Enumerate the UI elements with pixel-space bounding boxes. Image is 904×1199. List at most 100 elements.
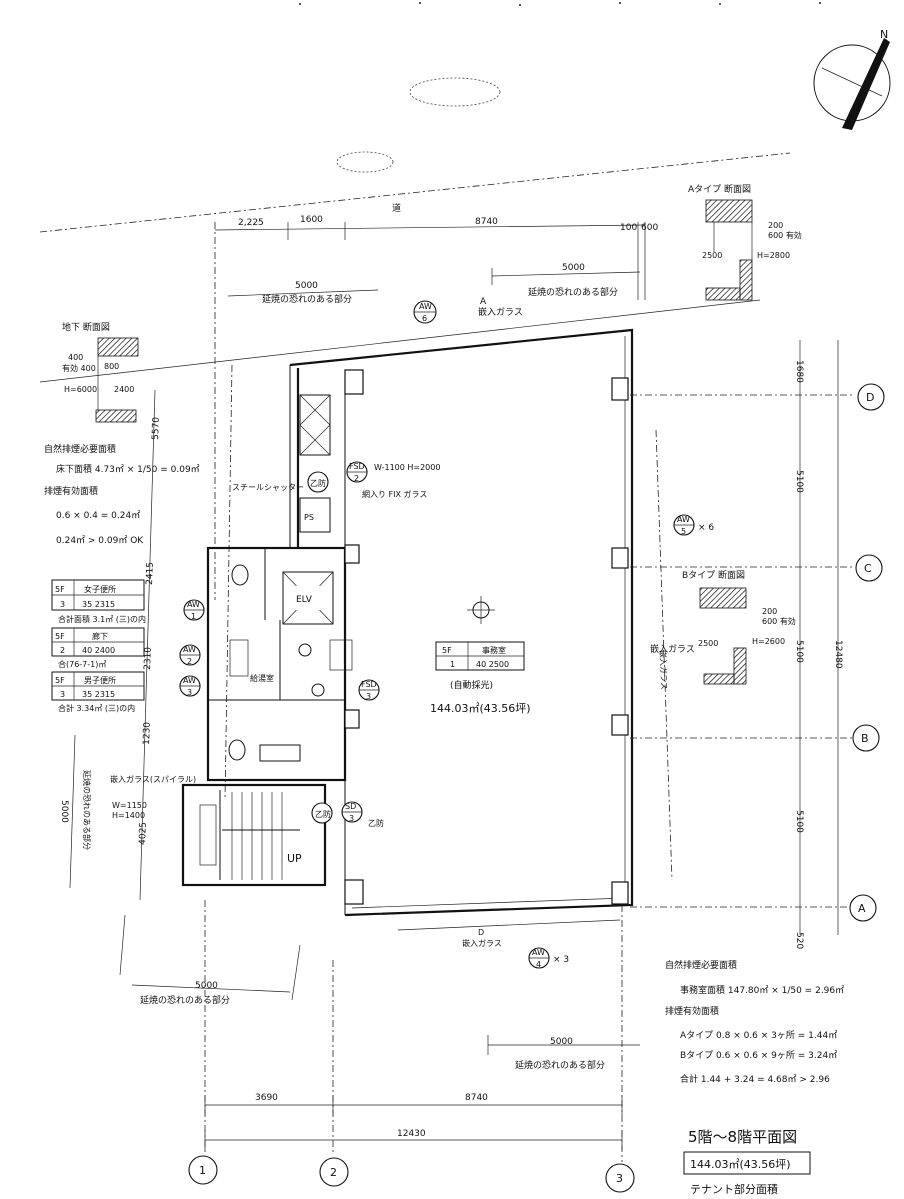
grid-row-B: B	[861, 732, 869, 745]
svg-text:4025: 4025	[138, 822, 149, 845]
tag-aw1: AW 1	[183, 599, 205, 621]
svg-text:SD: SD	[345, 802, 356, 811]
section-a-dim-2: 600 有効	[768, 230, 802, 240]
svg-text:12480: 12480	[833, 640, 843, 669]
stair-treads	[222, 792, 300, 880]
basement-dim-4: H=6000	[64, 385, 97, 394]
svg-text:5570: 5570	[151, 417, 162, 441]
svg-text:3: 3	[366, 692, 371, 701]
svg-text:4: 4	[536, 960, 541, 969]
right-vertical-dimensions: 1680 5100 5100 5100 520 12480	[794, 340, 843, 949]
basement-dim-5: 2400	[114, 385, 134, 394]
dim-top-5: 600	[641, 223, 658, 233]
stair-up-label: UP	[287, 852, 302, 865]
svg-text:5F: 5F	[55, 585, 65, 594]
columns	[344, 369, 629, 905]
svg-text:H=2600: H=2600	[752, 637, 785, 646]
svg-text:3: 3	[60, 690, 65, 699]
svg-text:乙防: 乙防	[368, 818, 384, 828]
svg-text:合計 3.34㎡ (三)の内: 合計 3.34㎡ (三)の内	[58, 703, 135, 713]
svg-text:嵌入ガラス: 嵌入ガラス	[658, 650, 669, 690]
calc-left-heading: 自然排煙必要面積	[44, 443, 116, 455]
grid-col-1: 1	[199, 1164, 206, 1177]
svg-text:5: 5	[681, 527, 686, 536]
calc-right-heading: 自然排煙必要面積	[665, 959, 737, 971]
svg-text:2: 2	[354, 474, 359, 483]
svg-text:廊下: 廊下	[92, 631, 108, 641]
top-dimensions: 2,225 1600 8740 100 600	[214, 215, 658, 600]
tag-sd3: 乙防 SD 3 乙防	[311, 801, 384, 828]
tag-aw4: 嵌入ガラス D AW 4 × 3	[397, 919, 621, 969]
basement-title: 地下 断面図	[62, 321, 110, 333]
svg-text:3: 3	[60, 600, 65, 609]
tag-aw6: AW 6 嵌入ガラス A	[413, 297, 523, 324]
pipe-space: PS	[304, 513, 314, 522]
svg-text:2500: 2500	[698, 639, 718, 648]
svg-text:AW: AW	[183, 645, 196, 654]
svg-text:5100: 5100	[794, 640, 804, 663]
svg-text:520: 520	[794, 932, 804, 949]
section-a-dim-1: 200	[768, 221, 783, 230]
svg-text:嵌入ガラス(スパイラル): 嵌入ガラス(スパイラル)	[110, 774, 196, 784]
svg-text:12430: 12430	[397, 1129, 426, 1139]
main-room-area: 144.03㎡(43.56坪)	[430, 702, 531, 715]
right-calculation-notes: 自然排煙必要面積 事務室面積 147.80㎡ × 1/50 = 2.96㎡ 排煙…	[665, 959, 844, 1085]
grid-row-D: D	[866, 391, 874, 404]
svg-text:200: 200	[762, 607, 777, 616]
shutter-label: スチールシャッター	[232, 483, 304, 492]
compass-label: N	[880, 28, 888, 41]
danger-zone-bottom: 5000 延焼の恐れのある部分 5000 延焼の恐れのある部分	[119, 914, 640, 1071]
left-vertical-dimensions: 5570 2415 2310 1230 4025 5000 延焼の恐れのある部分	[59, 364, 233, 901]
lavatory-label: 給湯室	[250, 673, 274, 683]
elevator: ELV	[282, 571, 334, 625]
calc-left-line2: 0.6 × 0.4 = 0.24㎡	[56, 510, 140, 521]
svg-text:延焼の恐れのある部分: 延焼の恐れのある部分	[140, 994, 230, 1006]
left-room-tags: 5F 3 女子便所 35 2315 合計面積 3.1㎡ (三)の内 5F 2 廊…	[51, 579, 146, 713]
elevator-label: ELV	[296, 595, 313, 605]
tag-aw5: AW 5 × 6 嵌入ガラス	[655, 429, 714, 881]
svg-text:35 2315: 35 2315	[82, 600, 115, 609]
title-block: 5階～8階平面図 144.03㎡(43.56坪) テナント部分面積	[683, 1128, 811, 1196]
danger-zone-top-label: 延焼の恐れのある部分	[528, 286, 618, 298]
main-room-tag: 5F 1 事務室 40 2500 (自動採光) 144.03㎡(43.56坪)	[430, 596, 531, 715]
svg-text:合(76-7-1)㎡: 合(76-7-1)㎡	[58, 659, 106, 669]
calc-right-line3: Bタイプ 0.6 × 0.6 × 9ヶ所 = 3.24㎡	[680, 1050, 837, 1061]
property-line-top	[39, 152, 791, 233]
svg-text:5100: 5100	[794, 470, 804, 493]
left-calculation-notes: 自然排煙必要面積 床下面積 4.73㎡ × 1/50 = 0.09㎡ 排煙有効面…	[44, 443, 200, 546]
svg-text:5100: 5100	[794, 810, 804, 833]
glass-note: 嵌入ガラス(スパイラル) W=1150 H=1400	[110, 774, 196, 820]
main-room-note: (自動採光)	[450, 679, 493, 691]
tag-fsd3: FSD 3	[358, 679, 380, 701]
calc-right-line2: Aタイプ 0.8 × 0.6 × 3ヶ所 = 1.44㎡	[680, 1030, 837, 1041]
svg-text:男子便所: 男子便所	[84, 675, 116, 685]
svg-text:H=1400: H=1400	[112, 811, 145, 820]
svg-text:AW: AW	[419, 302, 432, 311]
north-compass: N	[813, 28, 891, 130]
svg-text:5000: 5000	[550, 1037, 573, 1047]
calc-left-line1: 床下面積 4.73㎡ × 1/50 = 0.09㎡	[56, 463, 200, 475]
svg-text:600 有効: 600 有効	[762, 616, 796, 626]
grid-row-markers: D C B A	[630, 383, 885, 922]
svg-text:5000: 5000	[195, 981, 218, 991]
svg-text:× 6: × 6	[698, 523, 714, 533]
svg-text:1680: 1680	[794, 360, 804, 383]
section-a-title: Aタイプ 断面図	[688, 183, 751, 195]
grid-col-markers: 1 2 3	[188, 900, 635, 1193]
svg-text:40 2500: 40 2500	[476, 660, 509, 669]
tag-aw2: AW 2	[179, 644, 201, 666]
svg-text:5F: 5F	[442, 646, 452, 655]
svg-text:乙防: 乙防	[310, 478, 326, 488]
top-speckles	[299, 2, 821, 6]
danger-zone-left-label: 延焼の恐れのある部分	[262, 293, 352, 305]
danger-zone-top: 5000 延焼の恐れのある部分 5000 延焼の恐れのある部分	[227, 263, 641, 305]
svg-text:5000: 5000	[59, 800, 69, 823]
bottom-dimensions: 3690 8740 12430	[204, 1093, 623, 1150]
basement-section: 地下 断面図 400 有効 400 800 H=6000 2400	[62, 321, 139, 423]
svg-text:D: D	[478, 928, 484, 937]
svg-text:嵌入ガラス: 嵌入ガラス	[650, 644, 695, 655]
calc-right-line1: 事務室面積 147.80㎡ × 1/50 = 2.96㎡	[680, 984, 844, 996]
fixed-glass-top: 嵌入ガラス	[478, 307, 523, 318]
svg-text:延焼の恐れのある部分: 延焼の恐れのある部分	[82, 770, 92, 850]
drawing-title: 5階～8階平面図	[688, 1128, 797, 1146]
